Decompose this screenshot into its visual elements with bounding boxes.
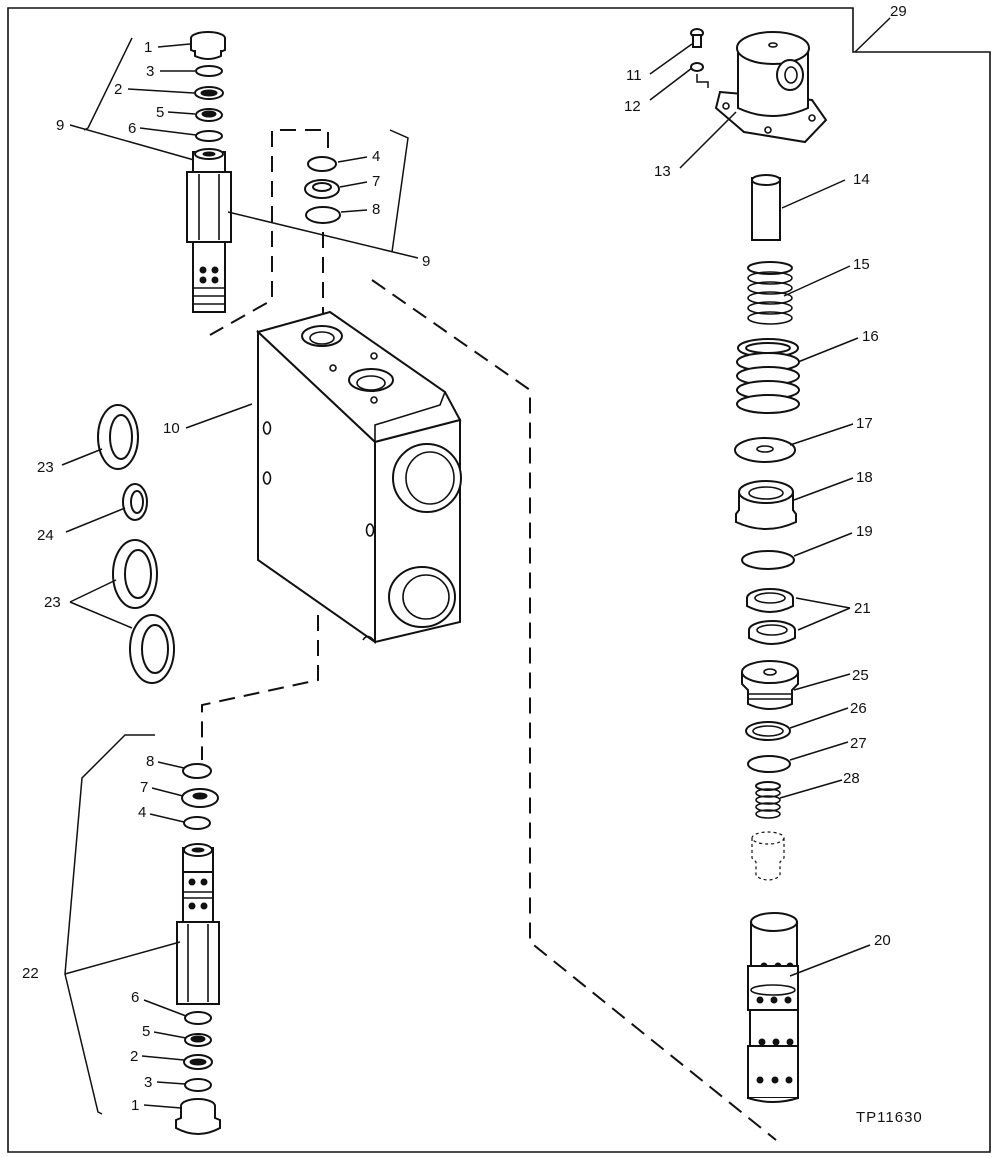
- label-18: 18: [856, 469, 873, 486]
- oring-part-3-top: [195, 65, 223, 77]
- seals-left: [61, 404, 175, 684]
- cartridge-part-9-top: [186, 148, 232, 313]
- oring-part-6-bottom: [184, 1011, 212, 1025]
- label-6-top: 6: [128, 120, 136, 137]
- plug-part-1-top: [190, 31, 226, 60]
- ring-part-26: [745, 721, 791, 741]
- label-1-bottom: 1: [131, 1097, 139, 1114]
- backup-ring-part-2-top: [194, 86, 224, 100]
- label-17: 17: [856, 415, 873, 432]
- label-10: 10: [163, 420, 180, 437]
- label-25: 25: [852, 667, 869, 684]
- dashed-guide-body-right: [371, 279, 777, 1141]
- oring-part-4-bottom: [183, 816, 211, 830]
- oring-part-6-top: [195, 130, 223, 142]
- oring-part-19: [741, 550, 795, 570]
- pin-part-14: [751, 174, 781, 241]
- valve-body-part-10: [185, 310, 462, 644]
- label-21: 21: [854, 600, 871, 617]
- label-16: 16: [862, 328, 879, 345]
- spool-assembly-right: [649, 17, 891, 1103]
- label-9-right: 9: [422, 253, 430, 270]
- ring-part-21-b: [748, 620, 796, 645]
- label-12: 12: [624, 98, 641, 115]
- oring-part-3-bottom: [184, 1078, 212, 1092]
- plug-part-1-bottom: [175, 1098, 221, 1135]
- spool-part-20: [747, 912, 799, 1103]
- label-19: 19: [856, 523, 873, 540]
- spring-part-16: [736, 338, 800, 414]
- seal-part-5-bottom: [184, 1033, 212, 1047]
- relief-valve-top: [69, 31, 232, 313]
- diagram-border: [7, 7, 991, 1153]
- spring-part-15: [747, 261, 793, 325]
- oring-part-27: [747, 755, 791, 773]
- dashed-guide-top-left: [209, 129, 329, 336]
- label-26: 26: [850, 700, 867, 717]
- backup-ring-part-2-bottom: [183, 1054, 213, 1070]
- label-4-top: 4: [372, 148, 380, 165]
- label-13: 13: [654, 163, 671, 180]
- dashed-guide-bottom-left: [201, 615, 319, 760]
- label-7-bottom: 7: [140, 779, 148, 796]
- label-2-bottom: 2: [130, 1048, 138, 1065]
- washer-part-12: [690, 62, 704, 72]
- label-23-top: 23: [37, 459, 54, 476]
- oring-part-8-bottom: [182, 763, 212, 779]
- label-9-left: 9: [56, 117, 64, 134]
- label-29: 29: [890, 3, 907, 20]
- label-8-top: 8: [372, 201, 380, 218]
- label-6-bottom: 6: [131, 989, 139, 1006]
- washer-part-17: [734, 437, 796, 463]
- label-14: 14: [853, 171, 870, 188]
- relief-valve-bottom: [64, 734, 221, 1135]
- callout-labels: 1 3 2 5 6 9 4 7 8 9 10 23 24 23 8 7 4 22…: [22, 3, 923, 1126]
- label-28: 28: [843, 770, 860, 787]
- label-23-bottom: 23: [44, 594, 61, 611]
- oring-part-4-top: [307, 156, 337, 172]
- label-15: 15: [853, 256, 870, 273]
- seal-part-7-top: [304, 179, 340, 199]
- seal-part-5-top: [195, 108, 223, 122]
- cap-part-13: [714, 31, 828, 144]
- label-20: 20: [874, 932, 891, 949]
- label-27: 27: [850, 735, 867, 752]
- cartridge-part-22: [176, 843, 220, 1005]
- label-2-top: 2: [114, 81, 122, 98]
- plug-part-25: [741, 660, 799, 710]
- seal-part-7-bottom: [181, 788, 219, 808]
- ring-part-21-a: [746, 588, 794, 613]
- label-22: 22: [22, 965, 39, 982]
- seal-part-24: [122, 483, 148, 521]
- seal-part-23-a: [97, 404, 139, 470]
- oring-part-8-top: [305, 206, 341, 224]
- label-8-bottom: 8: [146, 753, 154, 770]
- label-5-top: 5: [156, 104, 164, 121]
- label-7-top: 7: [372, 173, 380, 190]
- phantom-part: [751, 831, 785, 881]
- label-4-bottom: 4: [138, 804, 146, 821]
- label-5-bottom: 5: [142, 1023, 150, 1040]
- label-3-bottom: 3: [144, 1074, 152, 1091]
- label-3-top: 3: [146, 63, 154, 80]
- seal-part-23-c: [129, 614, 175, 684]
- figure-code: TP11630: [856, 1109, 923, 1126]
- spring-part-28: [755, 781, 781, 819]
- bolt-part-11: [690, 28, 704, 48]
- cup-part-18: [735, 480, 797, 530]
- label-11: 11: [626, 67, 642, 84]
- label-1-top: 1: [144, 39, 152, 56]
- label-24: 24: [37, 527, 54, 544]
- seal-part-23-b: [112, 539, 158, 609]
